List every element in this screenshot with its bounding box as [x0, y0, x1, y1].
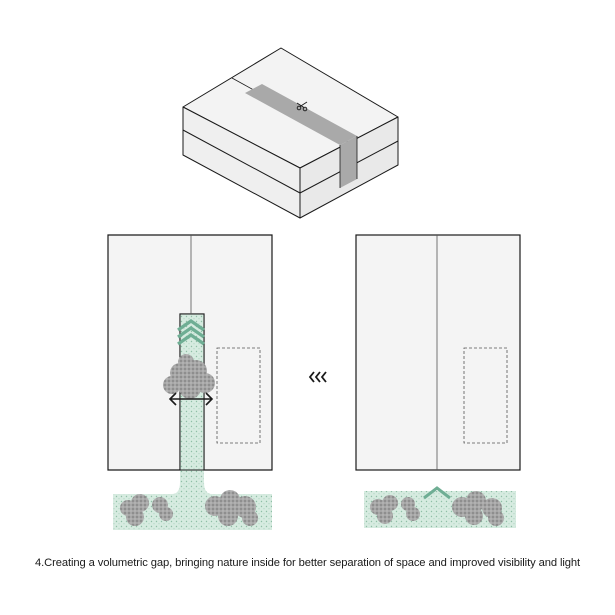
triple-chevron-left-icon — [308, 371, 327, 383]
plan-after — [107, 234, 273, 530]
tree-canopy-icon — [163, 354, 215, 399]
cut-strip-front — [340, 136, 357, 188]
scissors-icon — [296, 101, 308, 112]
plan-before — [355, 234, 521, 528]
cut-strip-top — [245, 84, 357, 145]
ground-trees-left — [120, 490, 258, 526]
ground-trees-right — [370, 491, 504, 526]
block-left-floor-line — [182, 129, 301, 194]
chevron-up-small-icon — [423, 486, 451, 500]
dashed-room-right — [463, 347, 508, 444]
cut-strip — [245, 84, 357, 188]
building-shell-right — [355, 234, 521, 471]
cut-strip-outline — [339, 136, 358, 188]
chevron-up-icon — [177, 319, 205, 346]
double-arrow-horizontal-icon — [168, 392, 214, 406]
isometric-block — [182, 47, 399, 219]
dashed-room-left — [216, 347, 261, 444]
diagram-caption: 4.Creating a volumetric gap, bringing na… — [35, 557, 580, 569]
